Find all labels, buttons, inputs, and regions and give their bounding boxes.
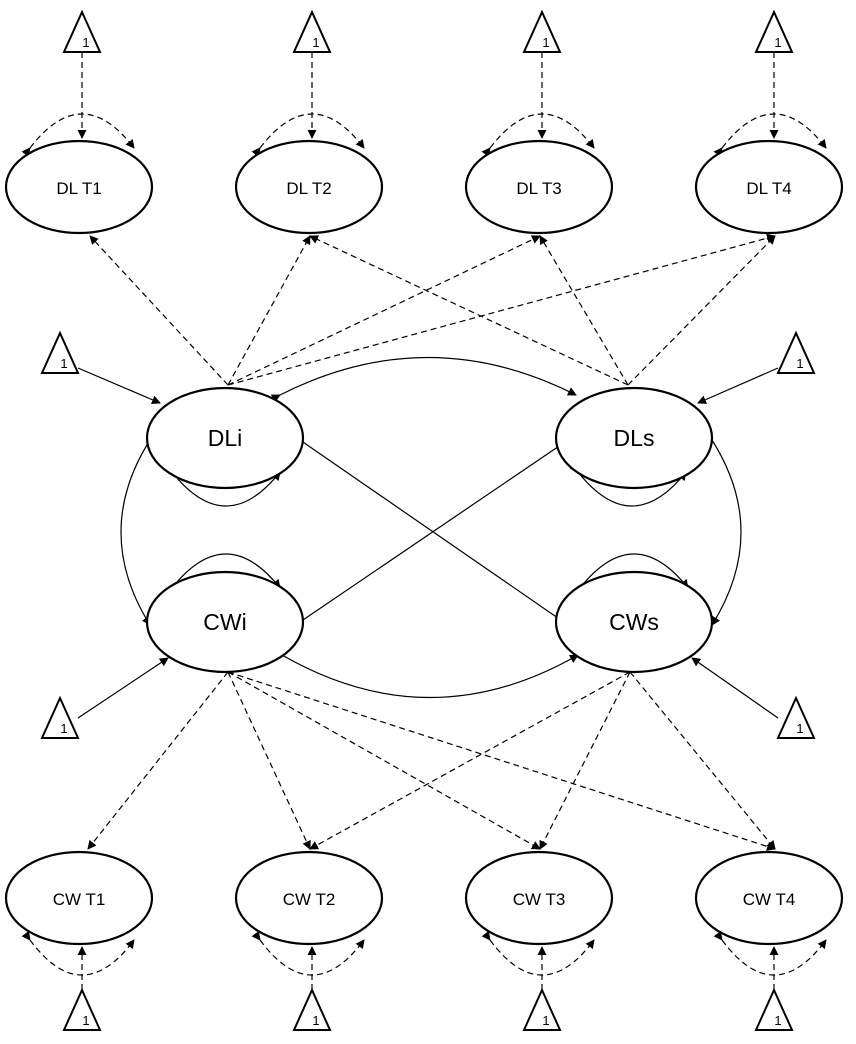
path-cws-cwt2 [309, 671, 631, 850]
dli-node [145, 386, 305, 490]
path-dls-dlt4 [627, 235, 776, 386]
constant-label: 1 [82, 35, 89, 50]
dl-t4-node [694, 139, 844, 235]
path-const-cws [691, 657, 779, 719]
cw-observed-group: CW T1 1 CW T2 1 CW T3 1 CW T4 [4, 850, 844, 1031]
dl-t1-label: DL T1 [56, 179, 101, 198]
path-dli-dlt1 [89, 235, 229, 386]
constant-label: 1 [774, 1013, 781, 1028]
path-dli-dlt3 [227, 235, 541, 386]
dl-t3-node [464, 139, 614, 235]
path-const-dli [77, 367, 161, 404]
constant-triangle-dli [40, 330, 80, 374]
cw-t2-label: CW T2 [283, 890, 336, 909]
path-cwi-dls [299, 439, 569, 623]
constant-label: 1 [60, 721, 67, 736]
constant-triangle [62, 987, 102, 1031]
path-cwi-cwt2 [227, 671, 311, 850]
dl-t2-node [234, 139, 384, 235]
var-cwi [163, 553, 281, 598]
latent-nodes: DLi DLs CWi CWs [145, 386, 714, 674]
cw-t3-label: CW T3 [513, 890, 566, 909]
constant-triangle-cwi [40, 695, 80, 739]
path-cwi-cwt3 [227, 671, 541, 850]
observed-dl-t4: 1 DL T4 [694, 9, 844, 235]
constant-label: 1 [542, 1013, 549, 1028]
path-cwi-cwt4 [227, 671, 776, 851]
dls-label: DLs [614, 425, 655, 451]
constant-triangle [292, 987, 332, 1031]
cwi-label: CWi [203, 609, 246, 635]
constant-label: 1 [60, 356, 67, 371]
residual-variance [481, 113, 595, 158]
path-cws-cwt3 [539, 671, 631, 850]
path-const-dls [697, 367, 779, 404]
constant-triangle-cws [776, 695, 816, 739]
observed-cw-t1: CW T1 1 [4, 850, 154, 1031]
dl-t4-label: DL T4 [746, 179, 791, 198]
cov-cwi-cws [272, 647, 579, 698]
observed-dl-t1: 1 DL T1 [4, 9, 154, 235]
dl-t1-node [4, 139, 154, 235]
residual-variance [251, 113, 365, 158]
constant-label: 1 [82, 1013, 89, 1028]
path-dli-cws [299, 439, 569, 626]
cov-dls-cws [703, 430, 742, 626]
cwi-node [145, 570, 305, 674]
path-dli-dlt2 [227, 235, 311, 386]
path-dls-dlt2 [309, 235, 629, 386]
dl-observed-group: 1 DL T1 1 DL T2 1 DL T3 1 [4, 9, 844, 235]
var-cws [571, 553, 689, 598]
constant-label: 1 [312, 1013, 319, 1028]
structural-paths [77, 356, 779, 719]
constant-label: 1 [796, 721, 803, 736]
cov-dli-cwi [120, 430, 159, 626]
path-dls-dlt3 [539, 235, 629, 386]
dli-label: DLi [208, 425, 243, 451]
observed-dl-t2: 1 DL T2 [234, 9, 384, 235]
observed-dl-t3: 1 DL T3 [464, 9, 614, 235]
cw-t1-label: CW T1 [53, 890, 106, 909]
path-const-cwi [77, 657, 169, 719]
var-dls [569, 462, 687, 507]
cws-node [554, 570, 714, 674]
path-dli-dlt4 [227, 233, 776, 386]
cw-loadings [87, 671, 776, 851]
observed-cw-t2: CW T2 1 [234, 850, 384, 1031]
observed-cw-t3: CW T3 1 [464, 850, 614, 1031]
observed-cw-t4: CW T4 1 [694, 850, 844, 1031]
cw-t4-label: CW T4 [743, 890, 796, 909]
residual-variance [21, 113, 135, 158]
cws-label: CWs [609, 609, 659, 635]
cov-dli-dls [270, 356, 577, 403]
constant-triangle [522, 987, 562, 1031]
residual-variance [713, 113, 827, 158]
constant-label: 1 [796, 356, 803, 371]
dl-t3-label: DL T3 [516, 179, 561, 198]
dl-t2-label: DL T2 [286, 179, 331, 198]
path-cws-cwt4 [629, 671, 776, 850]
dl-loadings [89, 233, 776, 386]
constant-label: 1 [312, 35, 319, 50]
latent-constants: 1 1 1 1 [40, 330, 816, 739]
var-dli [163, 462, 281, 507]
constant-triangle [754, 987, 794, 1031]
constant-label: 1 [774, 35, 781, 50]
constant-triangle-dls [776, 330, 816, 374]
constant-label: 1 [542, 35, 549, 50]
path-cwi-cwt1 [87, 671, 229, 850]
dls-node [554, 386, 714, 490]
